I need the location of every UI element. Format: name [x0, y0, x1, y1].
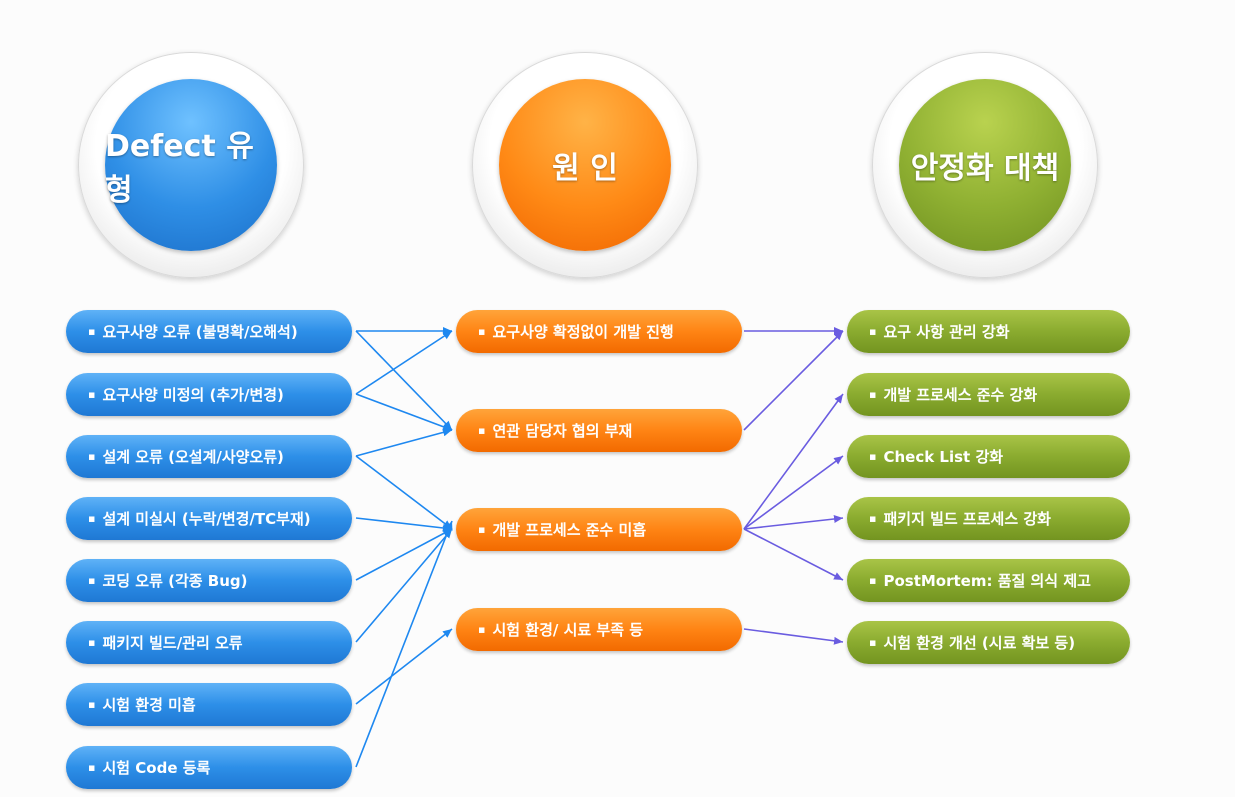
bullet-icon: ▪	[88, 512, 96, 525]
type-to-cause-arrow	[355, 393, 453, 431]
bullet-icon: ▪	[478, 623, 486, 636]
countermeasure-label: 요구 사항 관리 강화	[883, 323, 1010, 341]
defect-type-header-ring: Defect 유형	[78, 52, 304, 278]
defect-type-label: 요구사양 오류 (불명확/오해석)	[102, 323, 298, 341]
countermeasure-item: ▪ 시험 환경 개선 (시료 확보 등)	[847, 621, 1130, 664]
countermeasure-label: 개발 프로세스 준수 강화	[883, 386, 1038, 404]
countermeasure-header-ring: 안정화 대책	[872, 52, 1098, 278]
bullet-icon: ▪	[478, 424, 486, 437]
bullet-icon: ▪	[869, 325, 877, 338]
defect-type-item: ▪ 설계 오류 (오설계/사양오류)	[66, 435, 352, 478]
bullet-icon: ▪	[88, 761, 96, 774]
type-to-cause-arrow	[355, 628, 453, 705]
defect-type-label: 패키지 빌드/관리 오류	[102, 634, 243, 652]
type-to-cause-arrow	[355, 517, 453, 532]
type-to-cause-arrow	[355, 428, 453, 457]
defect-type-label: 설계 미실시 (누락/변경/TC부재)	[102, 510, 311, 528]
countermeasure-header: 안정화 대책	[899, 79, 1071, 251]
bullet-icon: ▪	[478, 325, 486, 338]
countermeasure-item: ▪ 개발 프로세스 준수 강화	[847, 373, 1130, 416]
defect-type-header: Defect 유형	[105, 79, 277, 251]
bullet-icon: ▪	[88, 574, 96, 587]
type-to-cause-arrow	[355, 330, 453, 431]
cause-item: ▪ 개발 프로세스 준수 미흡	[456, 508, 742, 551]
cause-to-measure-arrow	[743, 528, 844, 581]
cause-item: ▪ 요구사양 확정없이 개발 진행	[456, 310, 742, 353]
type-to-cause-arrow	[355, 528, 453, 581]
countermeasure-label: 패키지 빌드 프로세스 강화	[883, 510, 1051, 528]
cause-item: ▪ 연관 담당자 협의 부재	[456, 409, 742, 452]
defect-type-item: ▪ 설계 미실시 (누락/변경/TC부재)	[66, 497, 352, 540]
cause-item: ▪ 시험 환경/ 시료 부족 등	[456, 608, 742, 651]
cause-label: 개발 프로세스 준수 미흡	[492, 521, 647, 539]
bullet-icon: ▪	[478, 523, 486, 536]
defect-type-label: 시험 Code 등록	[102, 759, 211, 777]
bullet-icon: ▪	[88, 636, 96, 649]
cause-to-measure-arrow	[743, 455, 844, 530]
countermeasure-item: ▪ 패키지 빌드 프로세스 강화	[847, 497, 1130, 540]
bullet-icon: ▪	[869, 636, 877, 649]
type-to-cause-arrow	[355, 520, 453, 768]
cause-to-measure-arrow	[743, 330, 844, 431]
countermeasure-item: ▪ 요구 사항 관리 강화	[847, 310, 1130, 353]
defect-type-item: ▪ 시험 Code 등록	[66, 746, 352, 789]
bullet-icon: ▪	[869, 512, 877, 525]
cause-header-ring: 원 인	[472, 52, 698, 278]
defect-type-label: 요구사양 미정의 (추가/변경)	[102, 386, 284, 404]
defect-type-label: 코딩 오류 (각종 Bug)	[102, 572, 248, 590]
cause-header: 원 인	[499, 79, 671, 251]
bullet-icon: ▪	[869, 450, 877, 463]
bullet-icon: ▪	[88, 698, 96, 711]
type-to-cause-arrow	[355, 455, 453, 530]
cause-label: 시험 환경/ 시료 부족 등	[492, 621, 644, 639]
bullet-icon: ▪	[88, 325, 96, 338]
bullet-icon: ▪	[88, 450, 96, 463]
countermeasure-item: ▪ Check List 강화	[847, 435, 1130, 478]
type-to-cause-arrow	[355, 528, 453, 643]
bullet-icon: ▪	[88, 388, 96, 401]
countermeasure-label: Check List 강화	[883, 448, 1004, 466]
countermeasure-item: ▪ PostMortem: 품질 의식 제고	[847, 559, 1130, 602]
defect-type-item: ▪ 요구사양 오류 (불명확/오해석)	[66, 310, 352, 353]
type-to-cause-arrow	[355, 330, 453, 395]
bullet-icon: ▪	[869, 574, 877, 587]
defect-type-item: ▪ 시험 환경 미흡	[66, 683, 352, 726]
countermeasure-label: 시험 환경 개선 (시료 확보 등)	[883, 634, 1076, 652]
cause-label: 요구사양 확정없이 개발 진행	[492, 323, 674, 341]
countermeasure-label: PostMortem: 품질 의식 제고	[883, 572, 1091, 590]
cause-to-measure-arrow	[743, 515, 844, 530]
cause-label: 연관 담당자 협의 부재	[492, 422, 633, 440]
defect-type-item: ▪ 코딩 오류 (각종 Bug)	[66, 559, 352, 602]
cause-to-measure-arrow	[743, 628, 844, 645]
defect-type-label: 시험 환경 미흡	[102, 696, 196, 714]
defect-type-item: ▪ 요구사양 미정의 (추가/변경)	[66, 373, 352, 416]
defect-type-label: 설계 오류 (오설계/사양오류)	[102, 448, 284, 466]
bullet-icon: ▪	[869, 388, 877, 401]
defect-type-item: ▪ 패키지 빌드/관리 오류	[66, 621, 352, 664]
cause-to-measure-arrow	[743, 393, 844, 530]
